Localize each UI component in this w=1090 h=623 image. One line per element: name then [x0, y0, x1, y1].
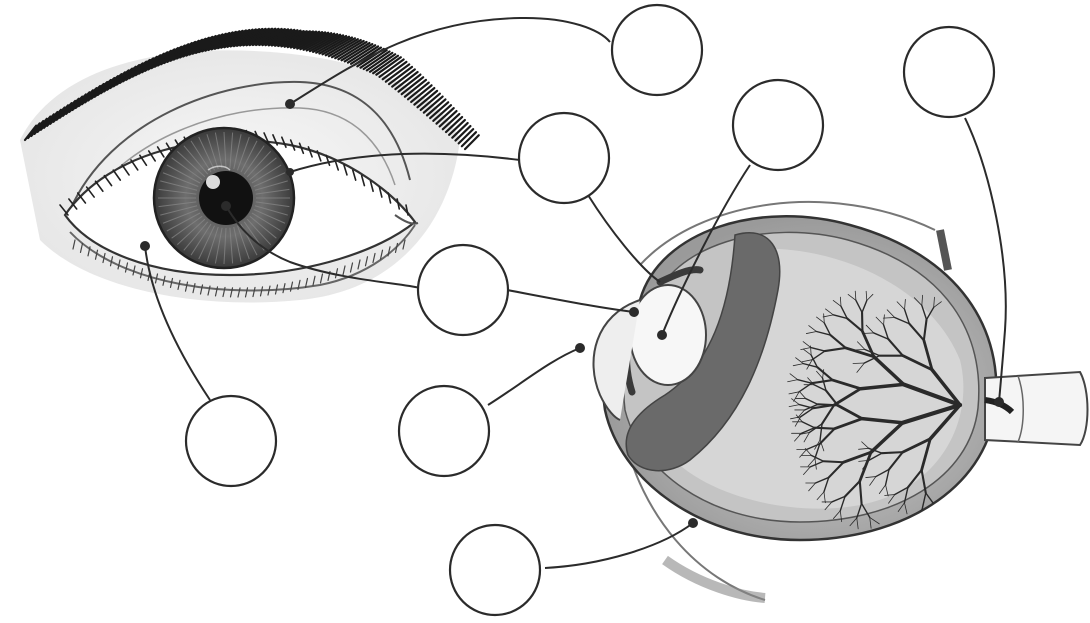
label-blank[interactable] — [186, 396, 276, 486]
blood-vessel — [854, 349, 865, 350]
label-blank[interactable] — [612, 5, 702, 95]
blood-vessel — [862, 333, 873, 334]
blood-vessel — [882, 452, 903, 453]
label-blank[interactable] — [733, 80, 823, 170]
label-blank[interactable] — [450, 525, 540, 615]
external-eye-illustration — [20, 29, 479, 303]
eyeball-cross-section — [593, 202, 1087, 600]
label-blank[interactable] — [418, 245, 508, 335]
lens-drawing — [630, 285, 706, 385]
blood-vessel — [818, 404, 838, 405]
label-blank[interactable] — [904, 27, 994, 117]
blood-vessel — [936, 507, 939, 518]
blood-vessel — [853, 363, 864, 364]
blood-vessel — [936, 507, 947, 513]
blood-vessel — [883, 318, 894, 319]
blood-vessel — [824, 461, 844, 462]
label-blank[interactable] — [519, 113, 609, 203]
label-blank[interactable] — [399, 386, 489, 476]
blood-vessel — [815, 428, 835, 429]
